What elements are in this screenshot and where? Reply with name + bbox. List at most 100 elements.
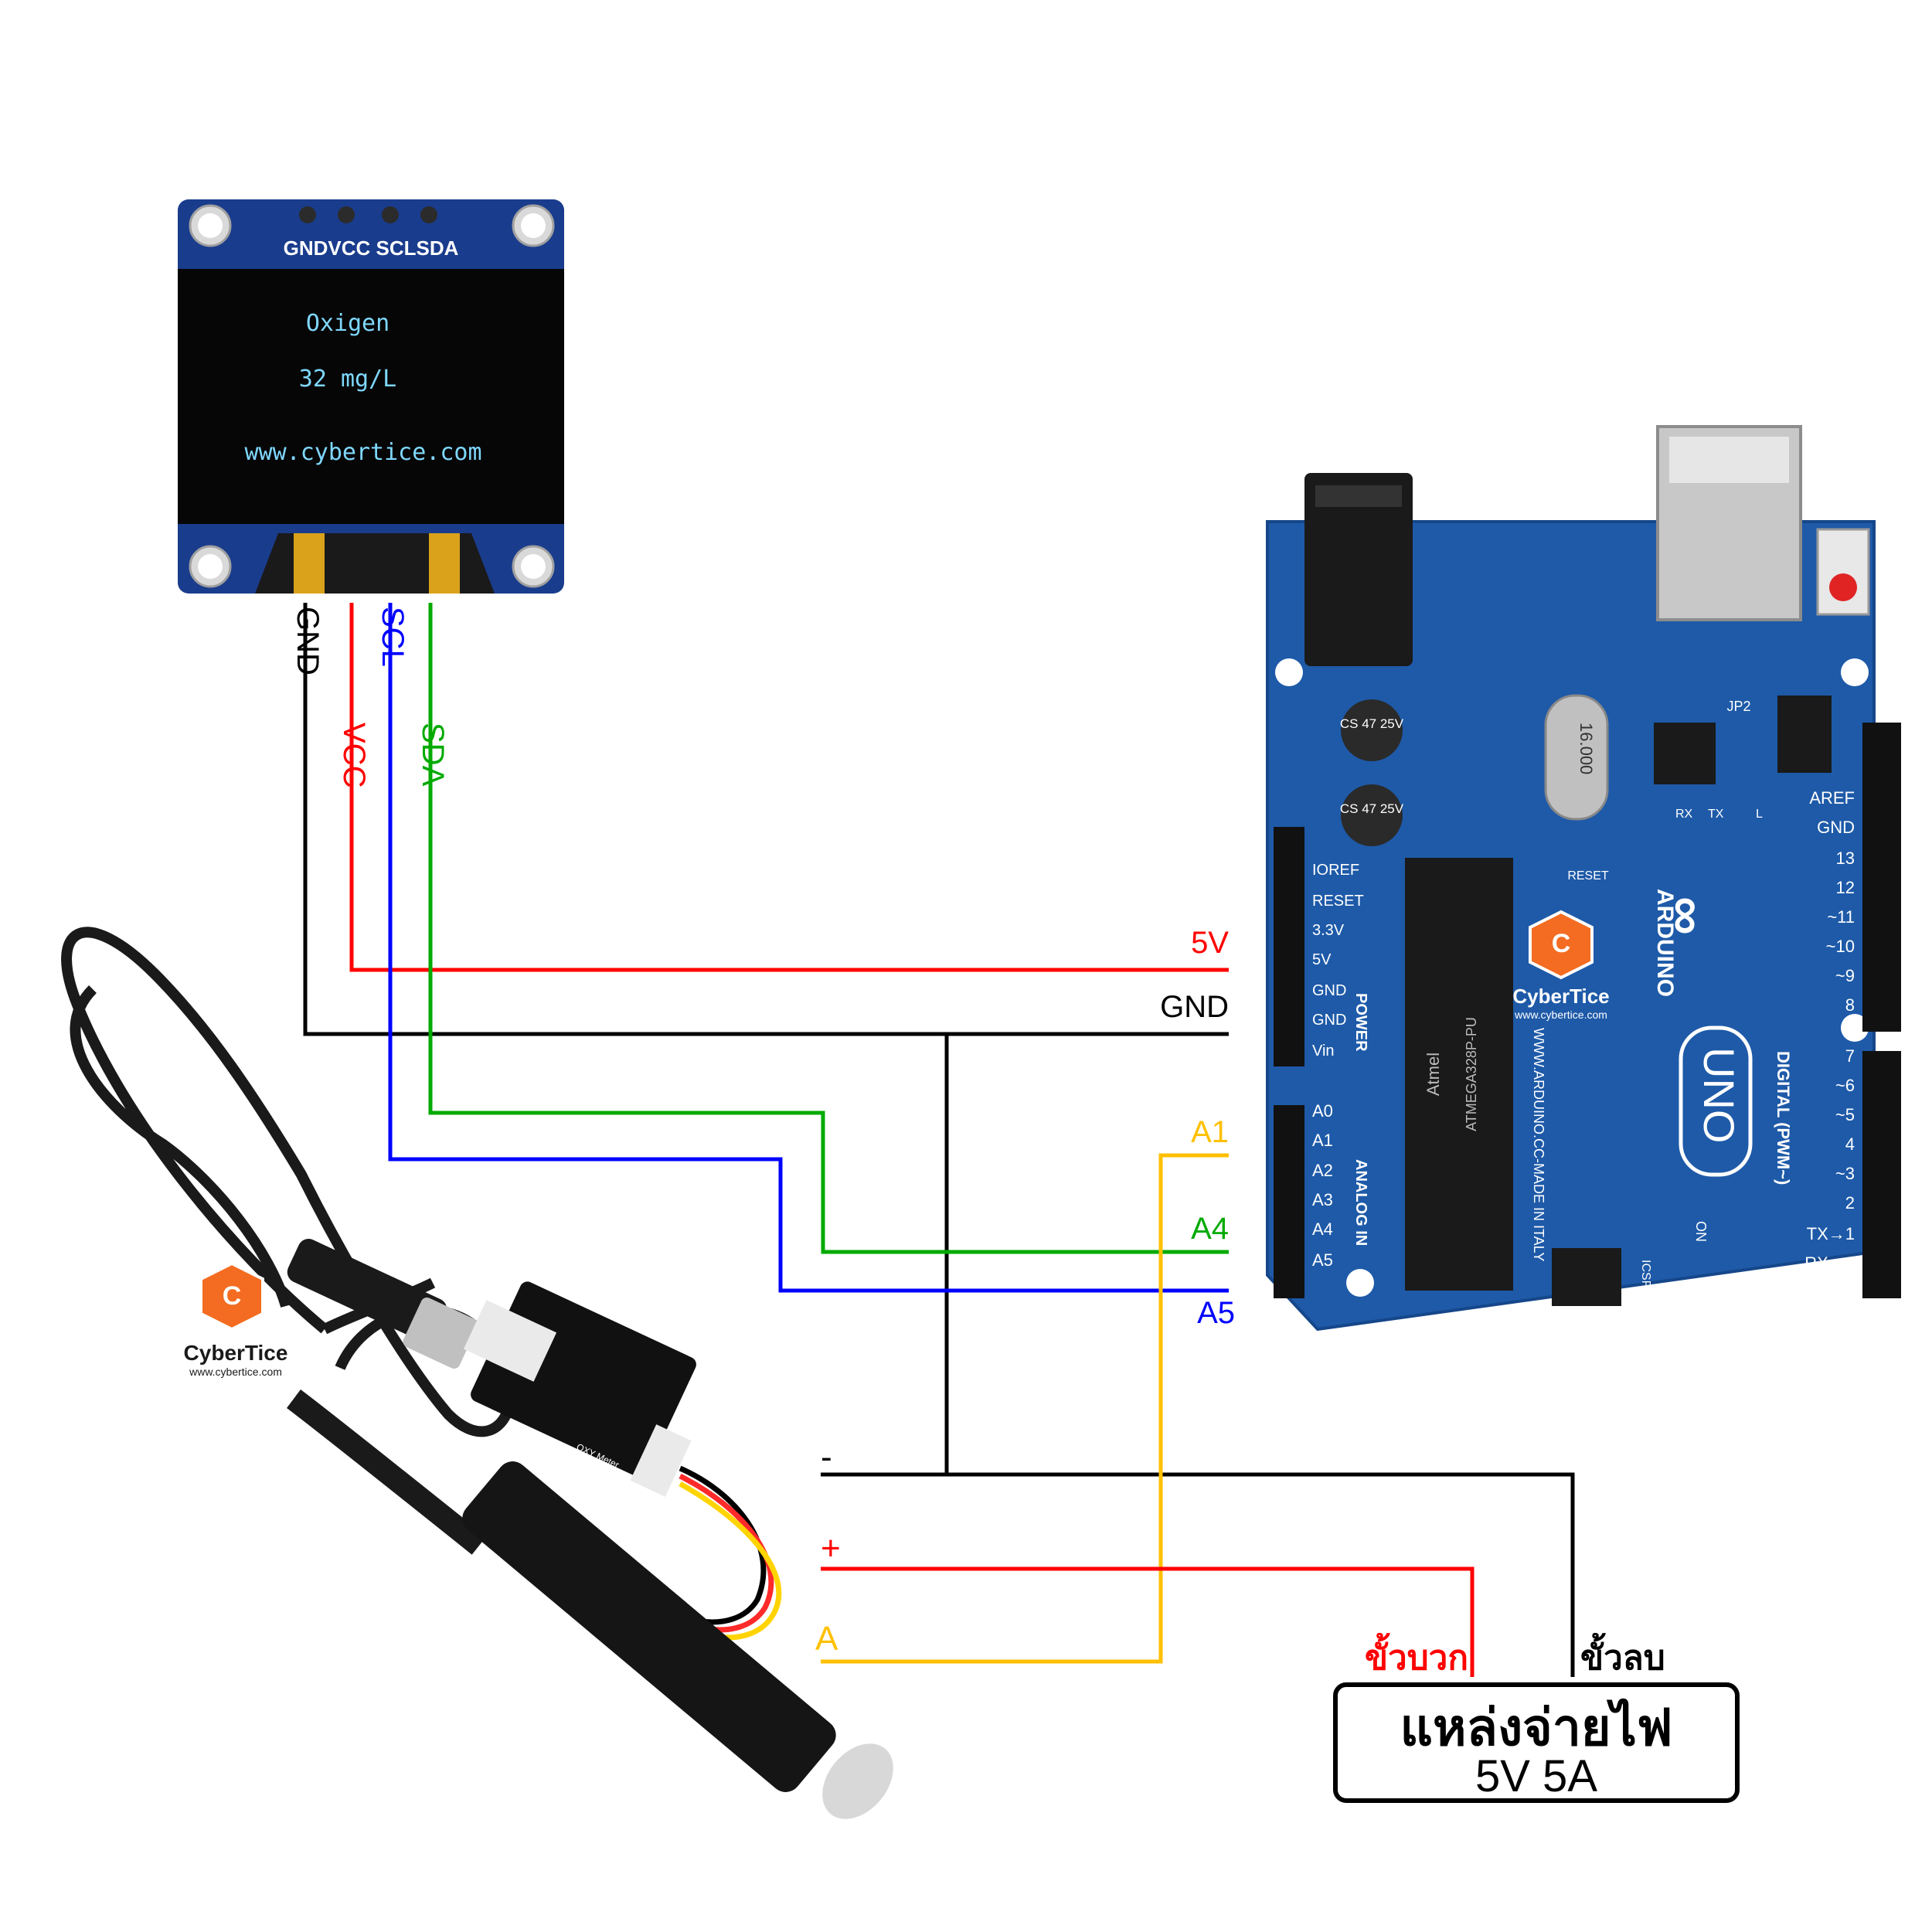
capacitor-2 xyxy=(1341,784,1403,846)
tx-led-label: TX xyxy=(1708,808,1724,821)
oled-screen xyxy=(178,269,564,524)
cybertice-watermark-sensor: C CyberTice www.cybertice.com xyxy=(184,1261,287,1378)
arduino-model: UNO xyxy=(1695,1047,1743,1143)
digital-pin-label: ~3 xyxy=(1835,1164,1855,1183)
mount-hole-icon xyxy=(1275,658,1303,686)
label-oled-gnd: GND xyxy=(291,607,325,675)
analog-pin-label: A2 xyxy=(1312,1161,1333,1180)
on-led-label: ON xyxy=(1693,1221,1709,1242)
wire-psu-positive xyxy=(821,1566,1475,1677)
analog-header-labels: A0 A1 A2 A3 A4 A5 xyxy=(1312,1101,1333,1270)
rx-led-label: RX xyxy=(1675,808,1693,821)
analog-pin-label: A3 xyxy=(1312,1190,1333,1209)
cybertice-watermark-arduino: C CyberTice www.cybertice.com xyxy=(1512,910,1610,1021)
atmega-chip-model: ATMEGA328P-PU xyxy=(1464,1017,1479,1131)
cybertice-logo-letter: C xyxy=(223,1281,242,1311)
cybertice-site: www.cybertice.com xyxy=(1514,1009,1607,1021)
digital-pin-label: 4 xyxy=(1845,1134,1855,1154)
dc-barrel-jack-top xyxy=(1315,485,1402,507)
wires xyxy=(303,603,1575,1677)
reset-button-cap xyxy=(1829,573,1857,601)
mount-hole-icon xyxy=(1346,1269,1374,1297)
mount-hole-center xyxy=(198,213,223,238)
digital-pin-label: GND xyxy=(1817,818,1855,837)
header-pin xyxy=(382,206,399,223)
psu-title: แหล่งจ่ายไฟ xyxy=(1400,1698,1672,1756)
oxygen-probe-body xyxy=(462,1461,836,1792)
label-oled-vcc: VCC xyxy=(337,723,371,787)
label-a4: A4 xyxy=(1191,1212,1229,1246)
reset-button xyxy=(1816,528,1870,616)
wire-analog xyxy=(821,1153,1229,1664)
label-gnd: GND xyxy=(1160,990,1229,1024)
label-oled-scl: SCL xyxy=(376,607,410,667)
power-pin-label: 5V xyxy=(1312,951,1332,968)
power-pin-label: GND xyxy=(1312,1012,1346,1029)
wire-psu-negative xyxy=(821,1472,1575,1677)
header-pin xyxy=(420,206,437,223)
oxygen-sensor-kit: OXY Meter V 1.0 C CyberTice www.cybertic… xyxy=(61,927,893,1819)
digital-pin-label: AREF xyxy=(1809,788,1855,808)
label-a5: A5 xyxy=(1197,1296,1235,1330)
atmega-chip-brand: Atmel xyxy=(1423,1053,1443,1096)
analog-pin-label: A0 xyxy=(1312,1101,1333,1121)
cybertice-logo-icon xyxy=(1529,910,1594,980)
digital-pin-label: 8 xyxy=(1845,995,1855,1015)
power-pin-label: GND xyxy=(1312,982,1346,999)
power-pin-label: 3.3V xyxy=(1312,922,1345,939)
digital-pin-label: ~5 xyxy=(1835,1105,1855,1124)
psu-negative-label: ขั้วลบ xyxy=(1580,1632,1665,1677)
capacitor-1-label: CS 47 25V xyxy=(1340,716,1404,731)
icsp-header-bottom xyxy=(1552,1248,1621,1306)
digital-pin-label: 12 xyxy=(1836,878,1855,897)
wire-gnd-oled xyxy=(303,603,1229,1036)
bnc-socket xyxy=(463,1300,557,1382)
probe-strain-relief xyxy=(286,1389,487,1555)
mount-hole-icon xyxy=(1841,658,1869,686)
power-pin-label: IOREF xyxy=(1312,862,1359,879)
probe-cable xyxy=(70,985,291,1308)
digital-pin-label: TX→1 xyxy=(1807,1224,1855,1243)
header-pin xyxy=(299,206,316,223)
icsp-header-top xyxy=(1777,696,1832,773)
power-pin-label: RESET xyxy=(1312,893,1364,910)
l-led-label: L xyxy=(1756,808,1763,821)
digital-title: DIGITAL (PWM~) xyxy=(1774,1051,1793,1185)
cybertice-site: www.cybertice.com xyxy=(189,1366,282,1378)
reset-on-label: RESET xyxy=(1567,869,1609,883)
digital-header-low xyxy=(1862,1051,1901,1298)
power-header xyxy=(1274,827,1304,1066)
label-oled-sda: SDA xyxy=(416,723,450,787)
psu-box xyxy=(1333,1682,1740,1803)
label-sensor-analog: A xyxy=(815,1620,838,1658)
bnc-cable-end xyxy=(287,1239,447,1342)
digital-pin-label: ~6 xyxy=(1835,1076,1855,1095)
oled-line-1: Oxigen xyxy=(306,310,389,337)
crystal-label: 16.000 xyxy=(1577,723,1596,774)
label-5v: 5V xyxy=(1191,926,1229,960)
mount-hole-center xyxy=(198,554,223,579)
cybertice-brand: CyberTice xyxy=(1512,985,1609,1008)
icsp-label: ICSP xyxy=(1639,1260,1652,1288)
cybertice-logo-icon xyxy=(199,1261,264,1332)
capacitor-2-label: CS 47 25V xyxy=(1340,801,1404,816)
psu-rating: 5V 5A xyxy=(1475,1751,1597,1801)
analog-pin-label: A4 xyxy=(1312,1219,1333,1239)
power-title: POWER xyxy=(1352,993,1369,1052)
digital-header-labels: AREF GND 13 12 ~11 ~10 ~9 8 7 ~6 ~5 4 ~3… xyxy=(1804,788,1855,1273)
crystal-oscillator xyxy=(1544,694,1609,821)
digital-pin-label: ~10 xyxy=(1826,937,1855,956)
arduino-logo-icon: ∞ xyxy=(1658,896,1718,935)
wire-scl xyxy=(388,603,1229,1293)
bnc-connector xyxy=(403,1298,478,1369)
mount-hole-icon xyxy=(1841,1014,1869,1042)
dc-barrel-jack xyxy=(1304,473,1413,666)
oled-flex-ribbon xyxy=(294,533,325,594)
digital-pin-label: RX←0 xyxy=(1804,1253,1855,1273)
power-pin-label: Vin xyxy=(1312,1043,1335,1060)
digital-header-high xyxy=(1862,723,1901,1032)
label-sensor-plus: + xyxy=(821,1529,841,1567)
cybertice-logo-letter: C xyxy=(1552,929,1571,958)
oled-line-3: www.cybertice.com xyxy=(244,439,481,466)
digital-pin-label: 7 xyxy=(1845,1046,1855,1066)
